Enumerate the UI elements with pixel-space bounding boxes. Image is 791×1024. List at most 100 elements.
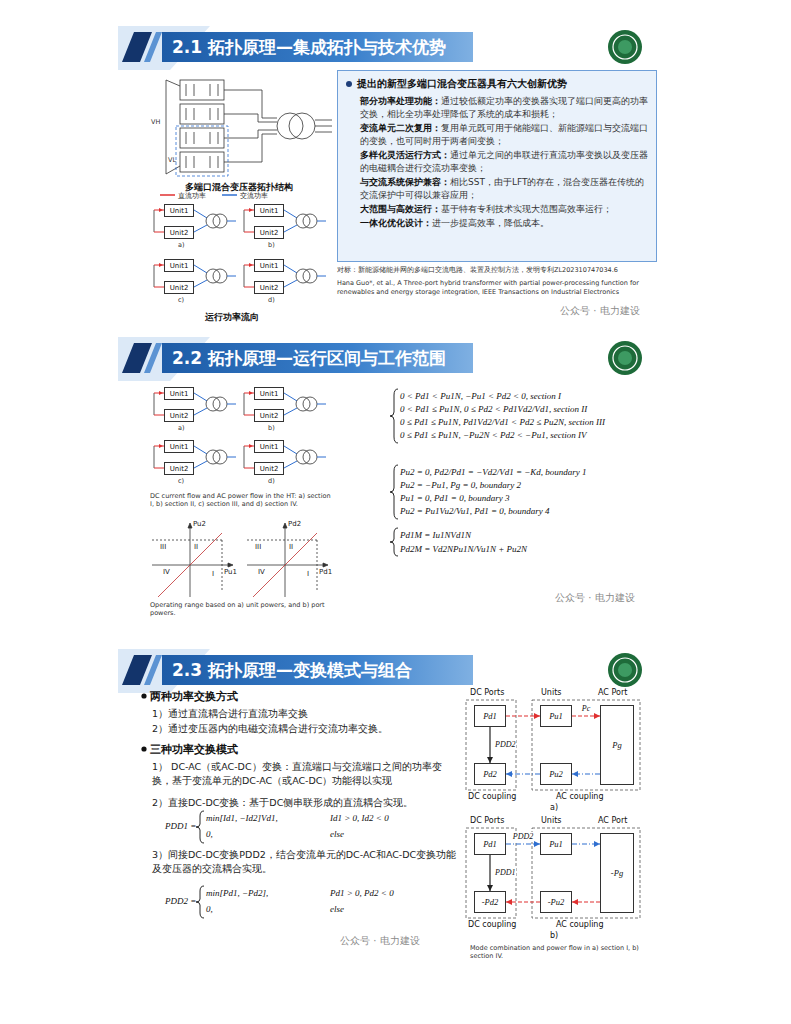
unit-box: Unit1 — [164, 387, 194, 400]
unit-box: Unit2 — [164, 281, 194, 294]
power-flow-arrow — [572, 715, 600, 716]
label-text: DC current flow and AC power flow in the… — [150, 492, 335, 509]
circuit-diagram — [315, 132, 332, 133]
circuit-diagram — [180, 80, 224, 100]
equation-text: min[Id1, −Id2]Vd1, — [206, 813, 278, 824]
edge-label: Pc — [581, 704, 591, 714]
legend-sample-lines — [160, 194, 175, 196]
label-text: 对标：新能源储能并网的多端口交流电路、装置及控制方法，发明专利ZL2023107… — [337, 266, 618, 275]
ac-flow-line — [284, 210, 297, 218]
operating-range-plot — [323, 563, 328, 567]
label-text: Units — [541, 688, 561, 698]
watermark: 公众号 · 电力建设 — [340, 935, 420, 948]
label-text: Pd2 — [288, 520, 301, 529]
label-text: DC Ports — [470, 816, 504, 826]
legend-sample-lines — [222, 194, 237, 196]
operating-range-plot — [152, 540, 222, 541]
ac-flow-line — [227, 404, 236, 405]
power-flow-arrow — [572, 773, 600, 774]
unit-box: Unit2 — [254, 226, 284, 239]
label-text: a) — [550, 803, 558, 813]
label-text: 2）直接DC-DC变换：基于DC侧串联形成的直流耦合实现。 — [152, 796, 413, 810]
operating-range-plot — [247, 565, 325, 566]
item-body: 基于特有专利技术实现大范围高效率运行； — [441, 204, 612, 214]
box-label: Unit2 — [170, 465, 189, 473]
dc-wire — [244, 393, 245, 415]
dc-wire — [244, 446, 245, 468]
label-text: d) — [268, 477, 275, 485]
watermark: 公众号 · 电力建设 — [555, 592, 635, 605]
header-text: 2.2 拓扑原理—运行区间与工作范围 — [172, 347, 446, 370]
label-text: 1）通过直流耦合进行直流功率交换 — [152, 707, 308, 721]
label-text: DC Ports — [470, 688, 504, 698]
legend-text: 交流功率 — [240, 191, 268, 201]
dc-flow-line — [244, 232, 254, 233]
item-body: 进一步提高效率，降低成本。 — [432, 218, 549, 228]
equation-text: min[Pd1, −Pd2], — [206, 888, 268, 899]
box-label: Unit1 — [170, 390, 189, 398]
label-text: VH — [151, 118, 160, 126]
equation-text: else — [330, 904, 344, 915]
advantage-item: 与交流系统保护兼容：相比SST，由于LFT的存在，混合变压器在传统的交流保护中可… — [346, 176, 648, 202]
university-logo — [613, 346, 637, 370]
ac-flow-line — [227, 221, 236, 222]
label-text: I — [212, 570, 214, 579]
label-text: AC Port — [598, 688, 627, 698]
operating-range-plot — [222, 540, 223, 592]
ac-flow-line — [317, 404, 326, 405]
header-text: 2.1 拓扑原理—集成拓扑与技术优势 — [172, 36, 446, 59]
box-label: Unit2 — [260, 284, 279, 292]
label-text: 1） DC-AC（或AC-DC）变换：直流端口与交流端口之间的功率变换，基于变流… — [152, 760, 457, 788]
equation-text: Pu2 = 0, Pd2/Pd1 = −Vd2/Vd1 = −Kd, bound… — [400, 467, 587, 478]
unit-box: Unit1 — [254, 204, 284, 217]
box-label: Unit1 — [260, 262, 279, 270]
equation-brace — [196, 886, 204, 918]
advantage-item: 变流单元二次复用：复用单元既可用于储能端口、新能源端口与交流端口的变换，也可同时… — [346, 122, 648, 148]
operating-range-plot — [317, 540, 318, 592]
watermark: 公众号 · 电力建设 — [560, 305, 640, 318]
circuit-diagram — [166, 166, 180, 174]
box-label: Unit2 — [260, 229, 279, 237]
operating-range-plot — [283, 523, 287, 528]
advantage-item: 多样化灵活运行方式：通过单元之间的串联进行直流功率变换以及变压器的电磁耦合进行交… — [346, 149, 648, 175]
label-text: 多端口混合变压器拓扑结构 — [185, 182, 293, 193]
item-term: 大范围与高效运行： — [360, 204, 441, 214]
equation-text: 0 < Pd1 < Pu1N, −Pu1 < Pd2 < 0, section … — [400, 391, 561, 402]
item-term: 多样化灵活运行方式： — [360, 150, 450, 160]
label-text: b) — [268, 241, 275, 249]
bullet-dot — [141, 693, 146, 698]
label-text: c) — [178, 477, 184, 485]
power-flow-arrow — [572, 843, 600, 844]
unit-box: Unit1 — [254, 259, 284, 272]
university-logo — [613, 658, 637, 682]
box-label: -Pd2 — [482, 897, 499, 907]
ac-flow-line — [194, 393, 207, 401]
label-text: IV — [163, 568, 170, 577]
circuit-diagram — [180, 152, 224, 172]
ac-flow-line — [194, 225, 207, 232]
box-label: Unit2 — [170, 229, 189, 237]
circuit-diagram — [277, 113, 303, 139]
circuit-diagram — [180, 128, 224, 148]
section-header-band: 2.3 拓扑原理—变换模式与组合 — [128, 655, 473, 685]
edge-label: PDD2 — [512, 832, 534, 842]
power-box: -Pu2 — [540, 891, 572, 913]
circuit-diagram — [166, 80, 180, 86]
label-text: c) — [178, 296, 184, 304]
university-logo — [618, 351, 632, 365]
transformer-symbol — [213, 397, 227, 411]
edge-label: PDD2 — [494, 740, 516, 750]
circuit-diagram — [315, 120, 332, 121]
box-label: Unit2 — [170, 412, 189, 420]
unit-box: Unit2 — [254, 462, 284, 475]
coupling-region — [466, 700, 640, 918]
box-label: Pu2 — [549, 769, 563, 779]
circuit-diagram — [176, 126, 228, 176]
unit-box: Unit2 — [164, 462, 194, 475]
equation-text: 0, — [206, 829, 213, 840]
power-box: Pg — [600, 705, 634, 785]
label-text: 三种功率交换模式 — [150, 743, 238, 757]
equation-brace — [390, 389, 398, 443]
equation-text: Pd1 > 0, Pd2 < 0 — [330, 888, 394, 899]
equation-brace — [196, 389, 398, 918]
